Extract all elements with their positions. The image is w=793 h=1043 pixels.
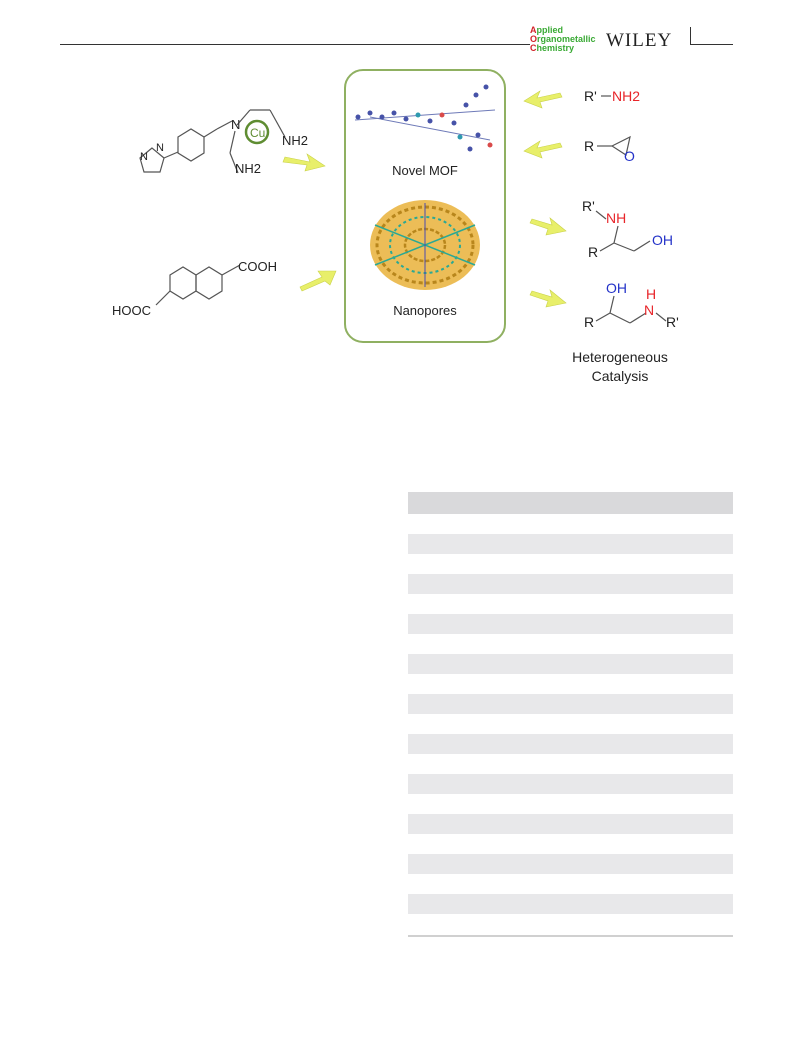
imidazole-ring (139, 147, 165, 173)
table-row (408, 654, 733, 674)
caption-line-2: Catalysis (592, 368, 649, 384)
arrow-right-epoxide (523, 140, 563, 159)
cooh-bond (221, 264, 241, 276)
product2-r: R (584, 314, 594, 330)
journal-line-3: hemistry (536, 43, 575, 53)
graphical-abstract: N N N Cu NH2 NH2 COOH HOOC Novel MOF (112, 69, 679, 384)
ndc-structure (155, 264, 241, 306)
cu-circle (244, 119, 270, 145)
table-row (408, 814, 733, 834)
amine-r-prime: R' (584, 88, 597, 104)
journal-line-2: rganometallic (537, 34, 596, 44)
arrow-left-top (282, 153, 326, 172)
table-row (408, 534, 733, 554)
arm-2-bond-b (229, 152, 239, 174)
journal-line-1: pplied (536, 25, 564, 35)
arm-1-bond-c (269, 109, 286, 138)
naphthalene-ring-2 (195, 266, 223, 300)
table-row (408, 894, 733, 914)
product2-n: N (644, 302, 654, 318)
epoxide-r: R (584, 138, 594, 154)
table-row (408, 574, 733, 594)
page-tick (690, 27, 691, 44)
table-row (408, 614, 733, 634)
product2-h: H (646, 286, 656, 302)
cooh-label: COOH (238, 259, 277, 274)
journal-cap-o: O (530, 34, 538, 44)
arrow-right-product-1 (529, 217, 567, 236)
phenyl-ring (177, 128, 205, 162)
nanopore-structure (370, 200, 480, 290)
benzyl-bond-1 (203, 128, 218, 138)
naphthalene-ring-1 (169, 266, 197, 300)
nh2-label-a: NH2 (282, 133, 308, 148)
cu-label: Cu (250, 126, 265, 140)
ligand-structure (139, 109, 286, 174)
arrow-right-product-2 (529, 289, 567, 308)
table-header (408, 492, 733, 514)
arm-1-bond-a (236, 109, 251, 126)
arrow-left-bottom (299, 270, 337, 292)
mof-structure (354, 84, 496, 152)
product2-r-prime: R' (666, 314, 679, 330)
imidazole-n-1: N (140, 151, 148, 163)
epoxide-ring (610, 135, 631, 156)
journal-logo: Applied Organometallic Chemistry (530, 26, 602, 53)
epoxide-o: O (624, 148, 635, 164)
imidazole-n-2: N (156, 142, 164, 154)
caption-line-1: Heterogeneous (572, 349, 668, 365)
amine-n: N (231, 117, 240, 132)
hooc-label: HOOC (112, 303, 151, 318)
hooc-bond (155, 290, 171, 306)
table-bottom-rule (408, 935, 733, 937)
amine-nh2: NH2 (612, 88, 640, 104)
header-rule-right (690, 44, 733, 45)
imidazole-phenyl-bond (163, 151, 179, 159)
nanopores-label: Nanopores (393, 303, 457, 318)
table-row (408, 774, 733, 794)
journal-cap-a: A (530, 25, 537, 35)
arm-2-bond-a (229, 130, 236, 154)
table-row (408, 734, 733, 754)
benzyl-bond-2 (216, 120, 233, 130)
table-row (408, 854, 733, 874)
product2-oh: OH (606, 280, 627, 296)
product1-nh: NH (606, 210, 626, 226)
publisher-logo: WILEY (606, 30, 673, 51)
journal-cap-c: C (530, 43, 537, 53)
header-rule (60, 44, 530, 45)
product1-oh: OH (652, 232, 673, 248)
arrow-right-amine (523, 90, 563, 109)
product1-r-prime: R' (582, 198, 595, 214)
novel-mof-label: Novel MOF (392, 163, 458, 178)
product1-r: R (588, 244, 598, 260)
nh2-label-b: NH2 (235, 161, 261, 176)
table-row (408, 694, 733, 714)
data-table (408, 492, 733, 937)
